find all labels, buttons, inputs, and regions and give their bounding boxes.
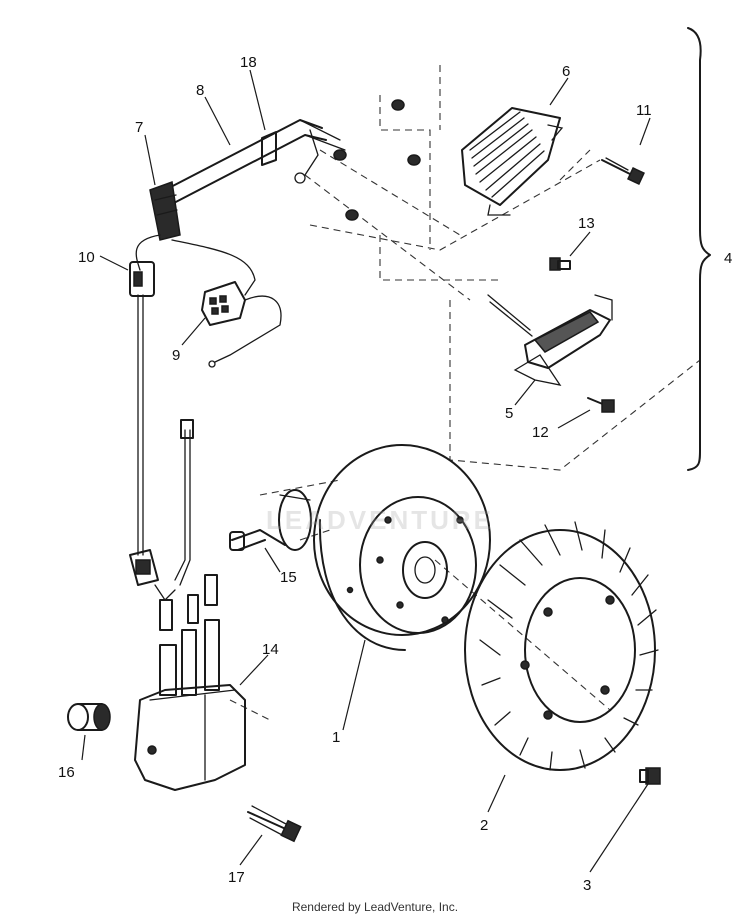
spark-plug-cap-15[interactable] <box>229 489 312 551</box>
bullet-connectors <box>129 549 218 631</box>
callout-6: 6 <box>562 63 570 80</box>
screw-12[interactable] <box>587 397 615 413</box>
callout-labels: 1 2 3 4 5 6 7 8 9 10 11 12 13 14 15 16 1… <box>58 54 732 894</box>
charge-coil-6[interactable] <box>461 107 564 216</box>
callout-12: 12 <box>532 424 549 441</box>
footer-credit: Rendered by LeadVenture, Inc. <box>291 900 459 914</box>
lighting-coil-5[interactable] <box>487 294 613 386</box>
callout-10: 10 <box>78 249 95 266</box>
callout-18: 18 <box>240 54 257 71</box>
mounting-nuts <box>333 99 421 221</box>
watermark-logo: LEADVENTURE <box>265 505 494 535</box>
nut-3[interactable] <box>639 767 661 785</box>
flywheel-1[interactable] <box>313 444 491 651</box>
callout-2: 2 <box>480 817 488 834</box>
wire-clamp-18[interactable] <box>261 131 277 166</box>
wiring <box>135 234 282 602</box>
ignition-coil-14[interactable] <box>134 619 246 791</box>
grommet-7[interactable] <box>149 180 181 241</box>
callout-8: 8 <box>196 82 204 99</box>
callout-11: 11 <box>636 102 652 119</box>
bolt-17[interactable] <box>247 805 302 843</box>
callout-5: 5 <box>505 405 513 422</box>
callout-17: 17 <box>228 869 245 886</box>
callout-3: 3 <box>583 877 591 894</box>
callout-1: 1 <box>332 729 340 746</box>
wire-harness-8[interactable] <box>164 119 346 206</box>
cooling-fan-2[interactable] <box>464 521 659 771</box>
assembly-bracket-4 <box>687 27 711 471</box>
screw-11[interactable] <box>601 157 645 185</box>
screw-13[interactable] <box>549 257 571 271</box>
callout-4: 4 <box>724 250 732 267</box>
leader-lines <box>81 69 651 873</box>
spacer-16[interactable] <box>67 703 111 731</box>
callout-7: 7 <box>135 119 143 136</box>
connector-10[interactable] <box>129 261 155 297</box>
callout-14: 14 <box>262 641 279 658</box>
callout-15: 15 <box>280 569 297 586</box>
callout-13: 13 <box>578 215 595 232</box>
callout-9: 9 <box>172 347 180 364</box>
connector-9[interactable] <box>201 281 246 326</box>
assembly-guide-lines <box>229 65 701 721</box>
callout-16: 16 <box>58 764 75 781</box>
